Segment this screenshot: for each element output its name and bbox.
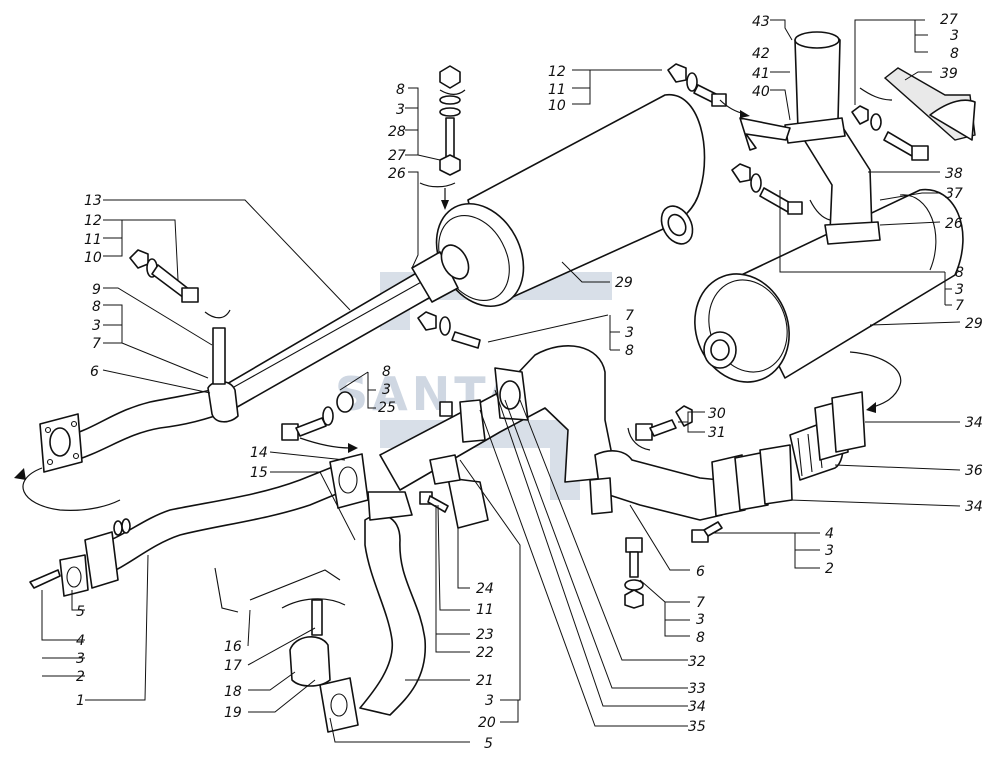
callout-29-upper: 29 [615, 275, 633, 291]
callout-9: 9 [92, 282, 101, 298]
callout-18: 18 [224, 684, 242, 700]
callout-7-mid: 7 [625, 308, 634, 324]
bolts-and-nuts [29, 63, 929, 609]
callout-7-lower: 7 [696, 595, 705, 611]
callout-26-right: 26 [945, 216, 963, 232]
callout-2-right: 2 [825, 561, 834, 577]
callout-34-lower: 34 [965, 499, 983, 515]
callout-3-bottomleft: 3 [76, 651, 85, 667]
callout-27-bolt: 27 [388, 148, 406, 164]
callout-7-left: 7 [92, 336, 101, 352]
callout-2-left: 2 [76, 669, 85, 685]
callout-40: 40 [752, 84, 770, 100]
callout-8-lower: 8 [696, 630, 705, 646]
callout-13: 13 [84, 193, 102, 209]
right-muffler [694, 188, 964, 383]
callout-33: 33 [688, 681, 706, 697]
callout-34-bottom: 34 [688, 699, 706, 715]
callout-36: 36 [965, 463, 983, 479]
callout-3-bolt: 3 [396, 102, 405, 118]
callout-3-top: 3 [950, 28, 959, 44]
callout-23: 23 [476, 627, 494, 643]
callout-6-right: 6 [696, 564, 705, 580]
callout-24: 24 [476, 581, 494, 597]
callout-8-right: 8 [955, 265, 964, 281]
callout-22: 22 [476, 645, 494, 661]
callout-1: 1 [76, 693, 85, 709]
assembly-arrows [14, 87, 902, 609]
callout-11-lower: 11 [476, 602, 494, 618]
callout-21: 21 [476, 673, 494, 689]
callout-12-left: 12 [84, 213, 102, 229]
callout-43: 43 [752, 14, 770, 30]
callout-3-mid: 3 [625, 325, 634, 341]
callout-8-center: 8 [382, 364, 391, 380]
callout-30: 30 [708, 406, 726, 422]
callout-14: 14 [250, 445, 268, 461]
callout-31: 31 [708, 425, 726, 441]
callout-8-mid: 8 [625, 343, 634, 359]
callout-8-bolt: 8 [396, 82, 405, 98]
callout-38: 38 [945, 166, 963, 182]
callout-3-lowright: 3 [825, 543, 834, 559]
callout-8-top: 8 [950, 46, 959, 62]
callout-5-bottom: 5 [484, 736, 493, 752]
callout-27-top: 27 [940, 12, 958, 28]
bracket-39 [883, 67, 976, 141]
callout-32: 32 [688, 654, 706, 670]
callout-3-right: 3 [955, 282, 964, 298]
callout-20: 20 [478, 715, 496, 731]
leader-lines [41, 19, 961, 743]
callout-6-left: 6 [90, 364, 99, 380]
callout-42: 42 [752, 46, 770, 62]
callout-11-top: 11 [548, 82, 566, 98]
flex-bellows-assembly [711, 391, 866, 517]
callout-12-top: 12 [548, 64, 566, 80]
callout-10-top: 10 [548, 98, 566, 114]
callout-3-center: 3 [382, 382, 391, 398]
callout-34-upper: 34 [965, 415, 983, 431]
callout-numbers: 43 42 41 40 27 3 8 39 12 11 10 8 3 28 27… [76, 12, 983, 752]
callout-26-upper: 26 [388, 166, 406, 182]
callout-8-left: 8 [92, 299, 101, 315]
callout-3-left: 3 [92, 318, 101, 334]
callout-16: 16 [224, 639, 242, 655]
callout-28: 28 [388, 124, 406, 140]
callout-4-left: 4 [76, 633, 85, 649]
callout-41: 41 [752, 66, 770, 82]
callout-11-left: 11 [84, 232, 102, 248]
callout-15: 15 [250, 465, 268, 481]
lower-left-pipe [59, 453, 369, 597]
small-hardware [214, 454, 489, 687]
callout-35: 35 [688, 719, 706, 735]
callout-5-left: 5 [76, 604, 85, 620]
callout-25: 25 [378, 400, 396, 416]
callout-19: 19 [224, 705, 242, 721]
callout-7-right: 7 [955, 298, 964, 314]
down-pipe-21 [319, 491, 426, 733]
callout-37: 37 [945, 186, 963, 202]
callout-3-lower: 3 [696, 612, 705, 628]
callout-17: 17 [224, 658, 242, 674]
tail-pipe [739, 31, 881, 245]
callout-3-bottom: 3 [485, 693, 494, 709]
callout-39: 39 [940, 66, 958, 82]
callout-4-right: 4 [825, 526, 834, 542]
callout-10-left: 10 [84, 250, 102, 266]
callout-29-right: 29 [965, 316, 983, 332]
center-crossover-pipe [379, 345, 723, 521]
upper-muffler [411, 94, 706, 308]
